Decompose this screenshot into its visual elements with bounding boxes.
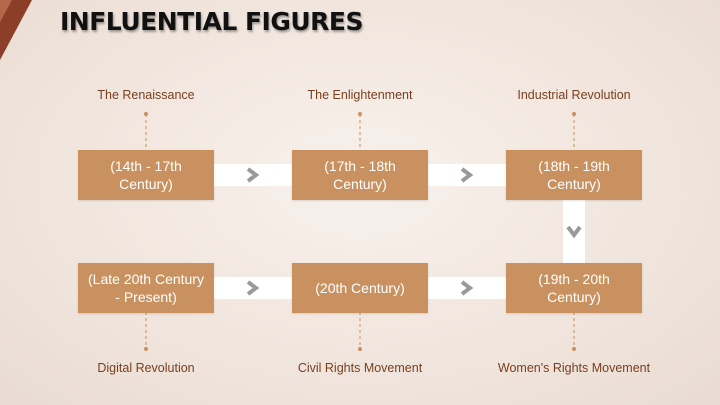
arrow-right-1	[214, 164, 292, 186]
period-line: (Late 20th Century	[88, 271, 204, 287]
period-box-renaissance: (14th - 17th Century)	[78, 150, 214, 200]
arrow-right-4	[214, 277, 292, 299]
label-industrial-revolution: Industrial Revolution	[517, 88, 631, 102]
period-box-civil-rights: (20th Century)	[292, 263, 428, 313]
period-box-industrial-revolution: (18th - 19th Century)	[506, 150, 642, 200]
period-line: Century)	[547, 176, 601, 192]
period-line: (19th - 20th	[538, 271, 610, 287]
period-box-womens-rights: (19th - 20th Century)	[506, 263, 642, 313]
label-womens-rights-movement: Women's Rights Movement	[497, 361, 651, 375]
slide-title: INFLUENTIAL FIGURES	[60, 7, 364, 36]
period-line: Century)	[547, 289, 601, 305]
corner-accent	[0, 0, 32, 60]
label-digital-revolution: Digital Revolution	[97, 361, 195, 375]
label-civil-rights-movement: Civil Rights Movement	[297, 361, 423, 375]
period-line: Century)	[119, 176, 173, 192]
arrow-right-3	[428, 277, 506, 299]
arrow-right-2	[428, 164, 506, 186]
period-line: (17th - 18th	[324, 158, 396, 174]
period-line: (20th Century)	[315, 280, 405, 296]
label-renaissance: The Renaissance	[97, 88, 195, 102]
period-line: Century)	[333, 176, 387, 192]
period-line: - Present)	[115, 289, 177, 305]
period-line: (14th - 17th	[110, 158, 182, 174]
period-box-digital-revolution: (Late 20th Century - Present)	[78, 263, 214, 313]
arrow-down	[563, 200, 585, 263]
period-box-enlightenment: (17th - 18th Century)	[292, 150, 428, 200]
label-enlightenment: The Enlightenment	[307, 88, 413, 102]
period-line: (18th - 19th	[538, 158, 610, 174]
